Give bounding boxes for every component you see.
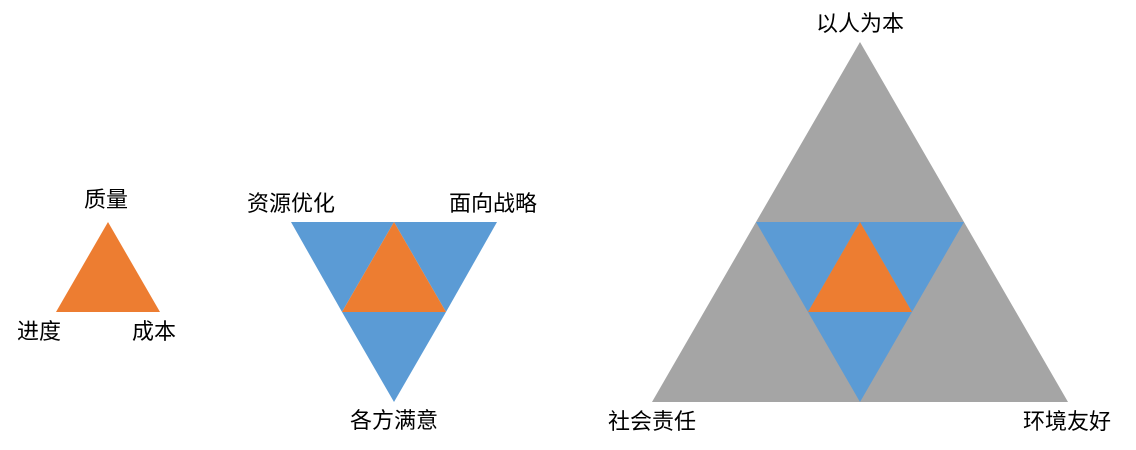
large-blue-right-triangle [860, 222, 964, 312]
large-triangle-diagram: 以人为本 社会责任 环境友好 [608, 12, 1111, 435]
small-right-label: 成本 [132, 320, 176, 345]
small-top-label: 质量 [84, 188, 128, 213]
medium-bottom-label: 各方满意 [350, 409, 438, 434]
small-orange-triangle [56, 222, 160, 312]
medium-blue-top-left-triangle [291, 222, 394, 312]
large-left-label: 社会责任 [608, 410, 696, 435]
large-blue-left-triangle [756, 222, 860, 312]
medium-top-left-label: 资源优化 [247, 192, 335, 217]
medium-blue-bottom-triangle [342, 312, 446, 402]
large-top-label: 以人为本 [816, 12, 904, 37]
medium-orange-center-triangle [342, 222, 446, 312]
small-left-label: 进度 [17, 320, 61, 345]
medium-top-right-label: 面向战略 [449, 192, 537, 217]
medium-blue-top-right-triangle [394, 222, 497, 312]
large-orange-center-triangle [808, 222, 912, 312]
large-right-label: 环境友好 [1023, 410, 1111, 435]
small-triangle-diagram: 质量 进度 成本 [17, 188, 176, 345]
medium-triangle-diagram: 资源优化 面向战略 各方满意 [247, 192, 537, 434]
large-blue-bottom-triangle [808, 312, 912, 402]
